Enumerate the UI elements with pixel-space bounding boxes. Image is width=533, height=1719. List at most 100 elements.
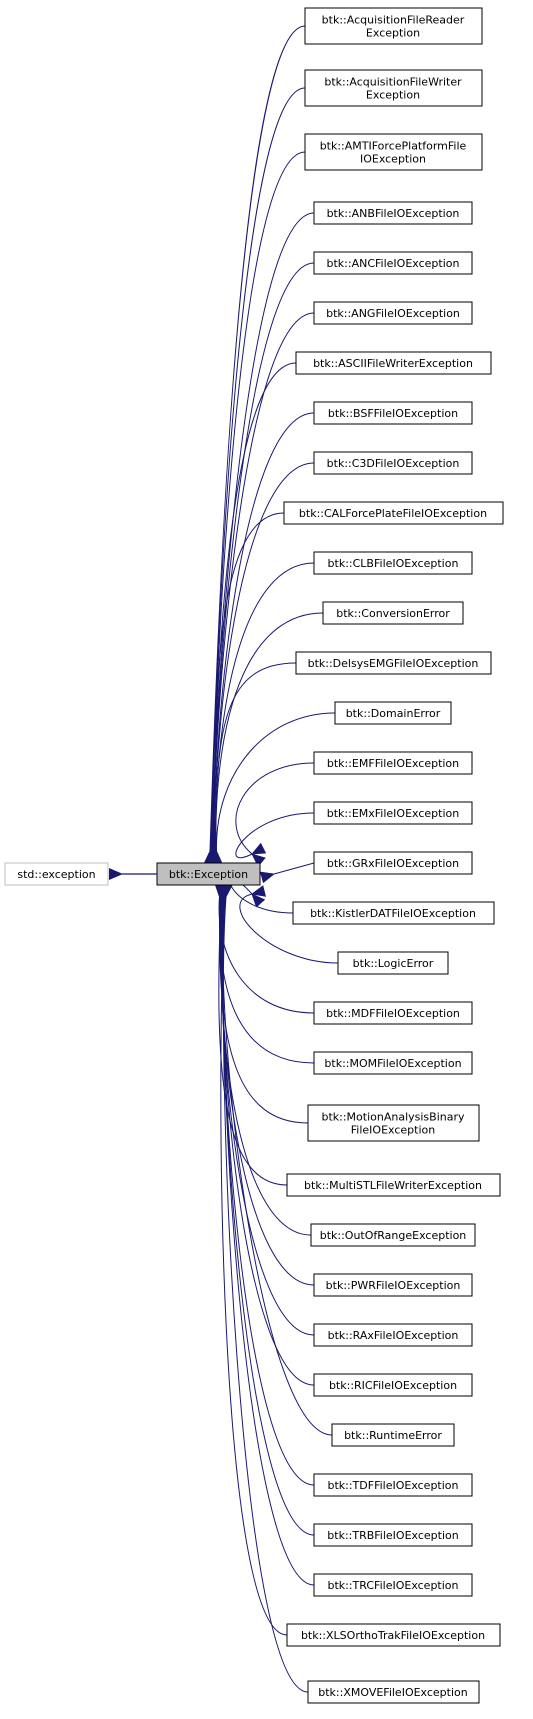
node-box xyxy=(313,451,473,475)
edge-c3dfileioexception-to-btk-exception xyxy=(207,462,315,865)
node-box xyxy=(283,501,504,525)
node-box xyxy=(313,1523,473,1547)
edge-emffileioexception-to-btk-exception xyxy=(235,762,315,867)
node-label: btk::EMFFileIOException xyxy=(327,757,459,770)
node-ricfileioexception[interactable]: btk::RICFileIOException xyxy=(313,1373,473,1397)
node-xlsorthotrakfileioexception[interactable]: btk::XLSOrthoTrakFileIOException xyxy=(286,1623,501,1647)
node-momfileioexception[interactable]: btk::MOMFileIOException xyxy=(313,1051,473,1075)
node-box xyxy=(286,1623,501,1647)
edge-xlsorthotrakfileioexception-to-btk-exception xyxy=(220,883,288,1636)
edge-logicerror-to-btk-exception xyxy=(239,885,339,964)
node-delsysemgfileioexception[interactable]: btk::DelsysEMGFileIOException xyxy=(295,651,492,675)
node-label: IOException xyxy=(360,153,426,166)
node-box xyxy=(307,1104,480,1142)
node-conversionerror[interactable]: btk::ConversionError xyxy=(322,601,464,625)
edge-raxfileioexception-to-btk-exception xyxy=(217,883,315,1336)
node-label: btk::KistlerDATFileIOException xyxy=(310,907,476,920)
node-box xyxy=(313,1473,473,1497)
node-clbfileioexception[interactable]: btk::CLBFileIOException xyxy=(313,551,473,575)
node-label: FileIOException xyxy=(351,1124,435,1137)
node-label: btk::DomainError xyxy=(346,707,441,720)
node-label: btk::AcquisitionFileWriter xyxy=(324,76,462,89)
node-box xyxy=(313,751,473,775)
node-label: btk::PWRFileIOException xyxy=(326,1279,461,1292)
node-box xyxy=(313,401,473,425)
node-box xyxy=(313,1001,473,1025)
node-trbfileioexception[interactable]: btk::TRBFileIOException xyxy=(313,1523,473,1547)
node-kistlerdatfileioexception[interactable]: btk::KistlerDATFileIOException xyxy=(292,901,495,925)
node-box xyxy=(295,351,492,375)
node-label: Exception xyxy=(366,89,420,102)
node-box xyxy=(313,551,473,575)
node-bsffileioexception[interactable]: btk::BSFFileIOException xyxy=(313,401,473,425)
node-ancfileioexception[interactable]: btk::ANCFileIOException xyxy=(313,251,473,275)
node-box xyxy=(313,1573,473,1597)
edge-emxfileioexception-to-btk-exception xyxy=(235,812,315,859)
edge-domainerror-to-btk-exception xyxy=(210,712,336,865)
node-pwrfileioexception[interactable]: btk::PWRFileIOException xyxy=(313,1273,473,1297)
node-domainerror[interactable]: btk::DomainError xyxy=(334,701,452,725)
node-label: btk::ANCFileIOException xyxy=(327,257,460,270)
node-box xyxy=(292,901,495,925)
node-calforceplatefileioexception[interactable]: btk::CALForcePlateFileIOException xyxy=(283,501,504,525)
edge-amtiforceplatformfileioexception-to-btk-exception xyxy=(204,151,306,865)
edge-anbfileioexception-to-btk-exception xyxy=(205,212,315,865)
node-label: btk::MOMFileIOException xyxy=(324,1057,461,1070)
node-box xyxy=(313,1323,473,1347)
node-label: btk::LogicError xyxy=(353,957,434,970)
node-label-std-exception: std::exception xyxy=(17,868,95,881)
edge-ancfileioexception-to-btk-exception xyxy=(205,262,315,865)
node-c3dfileioexception[interactable]: btk::C3DFileIOException xyxy=(313,451,473,475)
node-label: btk::MDFFileIOException xyxy=(326,1007,460,1020)
node-runtimeerror[interactable]: btk::RuntimeError xyxy=(331,1423,455,1447)
node-angfileioexception[interactable]: btk::ANGFileIOException xyxy=(313,301,473,325)
node-label: btk::CALForcePlateFileIOException xyxy=(299,507,487,520)
node-label: btk::MotionAnalysisBinary xyxy=(321,1111,465,1124)
node-outofrangeexception[interactable]: btk::OutOfRangeException xyxy=(310,1223,476,1247)
node-multistlfilewriterexception[interactable]: btk::MultiSTLFileWriterException xyxy=(286,1173,501,1197)
node-box xyxy=(313,1273,473,1297)
node-emffileioexception[interactable]: btk::EMFFileIOException xyxy=(313,751,473,775)
node-mdffileioexception[interactable]: btk::MDFFileIOException xyxy=(313,1001,473,1025)
node-label: Exception xyxy=(366,27,420,40)
node-emxfileioexception[interactable]: btk::EMxFileIOException xyxy=(313,801,473,825)
edge-trcfileioexception-to-btk-exception xyxy=(219,883,315,1586)
node-xmovefileioexception[interactable]: btk::XMOVEFileIOException xyxy=(307,1680,480,1704)
node-label: btk::XLSOrthoTrakFileIOException xyxy=(301,1629,485,1642)
node-box xyxy=(286,1173,501,1197)
node-asciifilewriterexception[interactable]: btk::ASCIIFileWriterException xyxy=(295,351,492,375)
node-label: btk::XMOVEFileIOException xyxy=(318,1686,468,1699)
node-std-exception[interactable]: std::exception xyxy=(4,862,109,886)
node-label: btk::C3DFileIOException xyxy=(327,457,460,470)
node-grxfileioexception[interactable]: btk::GRxFileIOException xyxy=(313,851,473,875)
edge-calforceplatefileioexception-to-btk-exception xyxy=(208,512,285,865)
node-box xyxy=(310,1223,476,1247)
node-box xyxy=(337,951,449,975)
node-logicerror[interactable]: btk::LogicError xyxy=(337,951,449,975)
class-nodes: std::exception btk::Exception btk::Acqui… xyxy=(4,7,504,1704)
node-label: btk::RuntimeError xyxy=(344,1429,442,1442)
node-label: btk::ANGFileIOException xyxy=(326,307,460,320)
node-label: btk::OutOfRangeException xyxy=(320,1229,467,1242)
node-label: btk::GRxFileIOException xyxy=(327,857,459,870)
node-label: btk::TRBFileIOException xyxy=(327,1529,458,1542)
node-anbfileioexception[interactable]: btk::ANBFileIOException xyxy=(313,201,473,225)
node-label: btk::RICFileIOException xyxy=(329,1379,457,1392)
node-label: btk::ANBFileIOException xyxy=(327,207,460,220)
node-raxfileioexception[interactable]: btk::RAxFileIOException xyxy=(313,1323,473,1347)
node-label: btk::BSFFileIOException xyxy=(328,407,458,420)
node-box xyxy=(313,201,473,225)
node-trcfileioexception[interactable]: btk::TRCFileIOException xyxy=(313,1573,473,1597)
edge-xmovefileioexception-to-btk-exception xyxy=(220,883,309,1693)
node-box xyxy=(334,701,452,725)
node-box xyxy=(331,1423,455,1447)
node-box xyxy=(313,1051,473,1075)
node-box xyxy=(313,851,473,875)
node-btk-exception[interactable]: btk::Exception xyxy=(156,862,261,886)
node-tdffileioexception[interactable]: btk::TDFFileIOException xyxy=(313,1473,473,1497)
node-label: btk::TRCFileIOException xyxy=(327,1579,458,1592)
